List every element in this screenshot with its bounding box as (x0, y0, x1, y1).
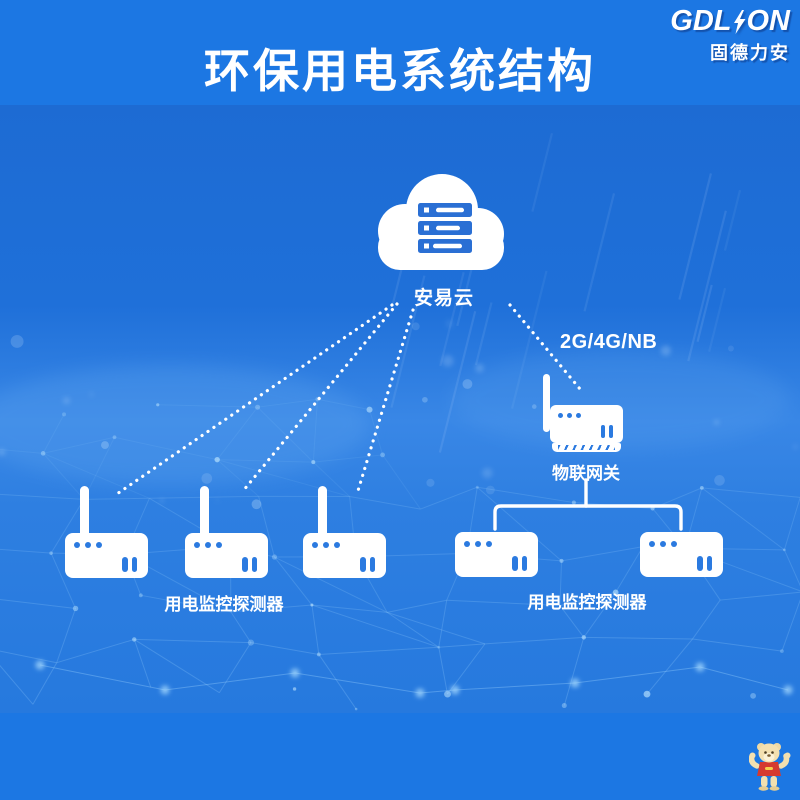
iot-gateway-device (543, 374, 623, 452)
logo-text-gdl: GDL (670, 5, 732, 37)
indicator-dot (671, 541, 677, 547)
detector-device (65, 486, 148, 578)
port-bar (521, 556, 527, 571)
port-bars-icon (360, 557, 375, 572)
detector-device (303, 486, 386, 578)
indicator-dot (649, 541, 655, 547)
port-bar (360, 557, 366, 572)
lightning-bolt-icon (733, 9, 745, 34)
port-bar (697, 556, 703, 571)
bear-mascot (749, 743, 791, 791)
port-bar (131, 557, 137, 572)
port-bar (122, 557, 128, 572)
indicator-dots-icon (312, 542, 340, 548)
cloud-server-icon (366, 165, 516, 282)
detector-group-label-left: 用电监控探测器 (164, 595, 284, 614)
port-bar (512, 556, 518, 571)
port-bars-icon (697, 556, 712, 571)
indicator-dot (558, 413, 563, 418)
indicator-dots-icon (194, 542, 222, 548)
gateway-label: 物联网关 (552, 464, 620, 483)
port-bars-icon (512, 556, 527, 571)
indicator-dot (323, 542, 329, 548)
detector-device (185, 486, 268, 578)
antenna-icon (200, 486, 209, 538)
indicator-dot (567, 413, 572, 418)
indicator-dot (464, 541, 470, 547)
indicator-dot (96, 542, 102, 548)
port-bar (600, 425, 605, 438)
page-title: 环保用电系统结构 (204, 44, 596, 98)
logo-subtitle: 固德力安 (710, 43, 790, 63)
port-bar (608, 425, 613, 438)
indicator-dot (486, 541, 492, 547)
port-bar (369, 557, 375, 572)
antenna-icon (318, 486, 327, 538)
port-bars-icon (122, 557, 137, 572)
port-bars-icon (242, 557, 257, 572)
indicator-dot (334, 542, 340, 548)
logo-wordmark: GDL ON (670, 7, 790, 36)
antenna-icon (80, 486, 89, 538)
indicator-dot (475, 541, 481, 547)
antenna-icon (543, 374, 550, 432)
port-bar (242, 557, 248, 572)
indicator-dot (576, 413, 581, 418)
indicator-dots-icon (558, 413, 581, 418)
indicator-dots-icon (464, 541, 492, 547)
indicator-dot (312, 542, 318, 548)
indicator-dot (194, 542, 200, 548)
network-type-label: 2G/4G/NB (560, 331, 658, 353)
brand-logo: GDL ON 固德力安 (670, 7, 790, 65)
detector-device (455, 532, 538, 577)
indicator-dot (74, 542, 80, 548)
indicator-dot (216, 542, 222, 548)
port-bar (251, 557, 257, 572)
detector-device (640, 532, 723, 577)
indicator-dot (660, 541, 666, 547)
server-rack-icon (418, 203, 472, 253)
indicator-dots-icon (74, 542, 102, 548)
logo-text-on: ON (746, 5, 791, 37)
port-bar (706, 556, 712, 571)
vent-base-icon (552, 443, 621, 452)
cloud-label: 安易云 (413, 288, 475, 309)
port-bars-icon (600, 425, 613, 438)
indicator-dot (205, 542, 211, 548)
detector-group-label-right: 用电监控探测器 (527, 593, 647, 612)
indicator-dots-icon (649, 541, 677, 547)
indicator-dot (85, 542, 91, 548)
